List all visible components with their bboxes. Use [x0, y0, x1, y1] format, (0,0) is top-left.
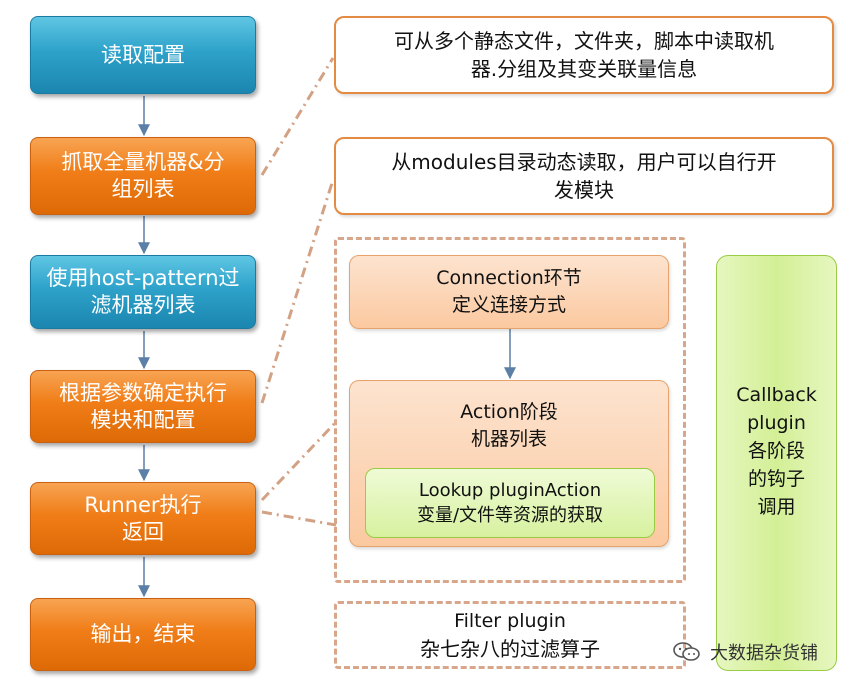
watermark-text: 大数据杂货铺: [710, 643, 818, 664]
connection-line2: 定义连接方式: [451, 294, 566, 316]
callback-line2: plugin: [747, 412, 806, 434]
step-output-end: 输出，结束: [30, 598, 256, 671]
connector-modules: [260, 179, 335, 404]
note-modules-line1: 从modules目录动态读取，用户可以自行开: [391, 150, 777, 174]
lookup-box: Lookup pluginAction 变量/文件等资源的获取: [365, 468, 655, 538]
lookup-line2: 变量/文件等资源的获取: [416, 505, 604, 526]
action-line1: Action阶段: [460, 401, 558, 423]
filter-line1: Filter plugin: [454, 610, 566, 632]
note-inventory: 可从多个静态文件，文件夹，脚本中读取机 器.分组及其变关联量信息: [334, 16, 834, 94]
connector-runner-filter: [261, 510, 337, 527]
plugin-frame: [334, 237, 686, 583]
step-determine-module: 根据参数确定执行 模块和配置: [30, 370, 256, 443]
callback-line3: 各阶段: [747, 440, 805, 462]
step-fetch-hosts-line1: 抓取全量机器&分: [61, 150, 225, 174]
connection-line1: Connection环节: [436, 267, 582, 289]
step-fetch-hosts: 抓取全量机器&分 组列表: [30, 137, 256, 215]
callback-line4: 的钩子: [747, 468, 805, 490]
connector-runner-plugins: [260, 420, 338, 502]
step-output-end-label: 输出，结束: [90, 622, 196, 646]
step-fetch-hosts-line2: 组列表: [111, 177, 175, 201]
wechat-icon: [673, 642, 700, 661]
watermark: 大数据杂货铺: [672, 637, 818, 667]
filter-line2: 杂七杂八的过滤算子: [420, 637, 600, 661]
lookup-line1: Lookup pluginAction: [418, 480, 602, 501]
step-read-config: 读取配置: [30, 16, 256, 94]
step-determine-module-line1: 根据参数确定执行: [59, 380, 227, 405]
note-modules: 从modules目录动态读取，用户可以自行开 发模块: [334, 137, 834, 215]
note-modules-line2: 发模块: [554, 178, 614, 202]
step-host-pattern: 使用host-pattern过 滤机器列表: [30, 255, 256, 329]
step-read-config-label: 读取配置: [101, 42, 185, 67]
connection-box: Connection环节 定义连接方式: [349, 255, 669, 329]
connector-inventory: [260, 57, 335, 176]
note-inventory-line1: 可从多个静态文件，文件夹，脚本中读取机: [394, 29, 774, 53]
step-runner-execute: Runner执行 返回: [30, 482, 256, 555]
callback-line1: Callback: [736, 384, 817, 406]
action-line2: 机器列表: [470, 428, 547, 450]
filter-frame: [334, 601, 686, 669]
step-host-pattern-line1: 使用host-pattern过: [46, 266, 240, 290]
step-runner-execute-line2: 返回: [121, 519, 164, 544]
callback-line5: 调用: [757, 496, 796, 518]
filter-label: Filter plugin 杂七杂八的过滤算子: [334, 604, 686, 666]
step-host-pattern-line2: 滤机器列表: [90, 293, 196, 317]
step-determine-module-line2: 模块和配置: [90, 407, 196, 432]
callback-box: Callback plugin 各阶段 的钩子 调用: [716, 255, 837, 671]
step-runner-execute-line1: Runner执行: [84, 492, 202, 517]
note-inventory-line2: 器.分组及其变关联量信息: [470, 57, 698, 81]
